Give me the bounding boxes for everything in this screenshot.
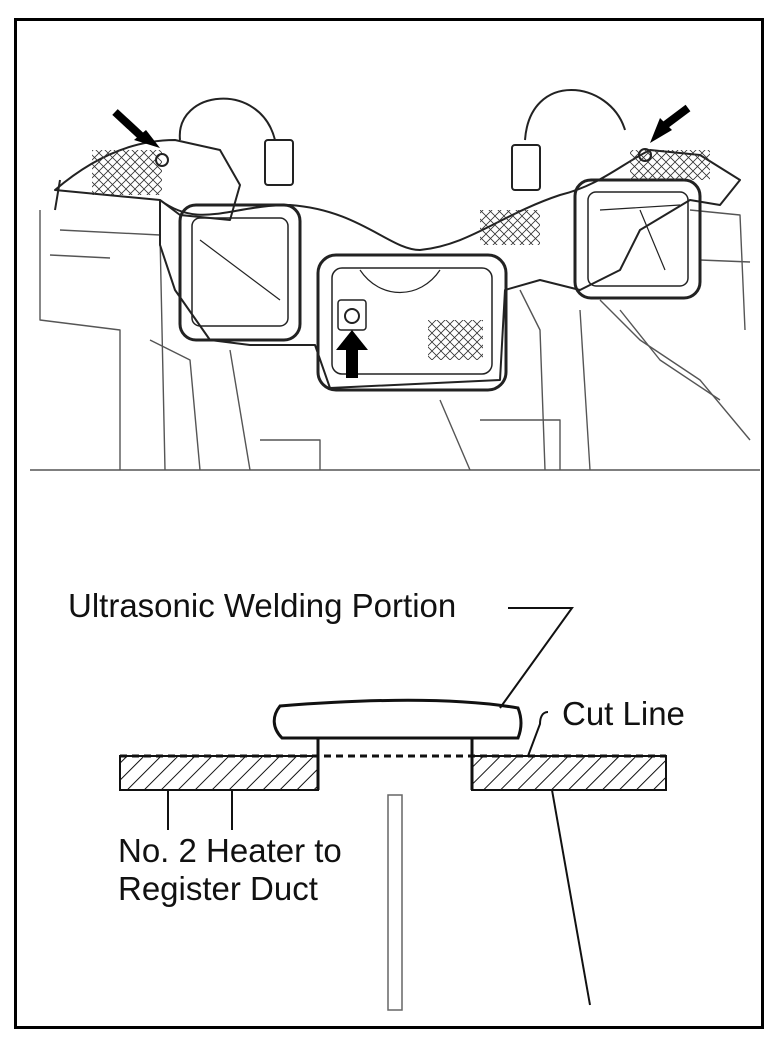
label-duct-line1: No. 2 Heater to (118, 832, 342, 869)
duct-wall-right (471, 755, 667, 791)
screw-left (155, 153, 169, 167)
screw-arrows (112, 104, 691, 378)
arrow-left-icon (112, 109, 160, 148)
screw-right (638, 148, 652, 162)
dashboard-background-lines (30, 209, 760, 471)
label-duct-line2: Register Duct (118, 870, 318, 907)
label-ultrasonic-welding-portion: Ultrasonic Welding Portion (68, 587, 457, 624)
duct-left-wing (54, 139, 241, 221)
center-register-outlet (316, 253, 508, 392)
right-register-outlet (573, 178, 702, 300)
leader-duct-right (551, 789, 591, 1006)
right-harness-loop (524, 89, 626, 141)
label-cut-line: Cut Line (562, 695, 685, 732)
right-connector (511, 144, 541, 191)
leader-cut (527, 711, 549, 757)
label-duct-name: No. 2 Heater to Register Duct (118, 832, 342, 908)
leader-welding (499, 607, 574, 709)
duct-assembly-drawing (30, 89, 760, 471)
left-connector (264, 139, 294, 186)
welding-portion-cap (272, 698, 523, 740)
section-detail (119, 607, 667, 1011)
arrow-up-icon (336, 330, 368, 378)
screw-center (344, 308, 360, 324)
duct-wall-left (119, 755, 319, 791)
figure-frame (14, 18, 764, 1029)
leader-duct-left (167, 790, 233, 830)
left-register-outlet (178, 203, 302, 342)
left-harness-loop (178, 97, 276, 141)
arrow-right-icon (650, 104, 691, 143)
